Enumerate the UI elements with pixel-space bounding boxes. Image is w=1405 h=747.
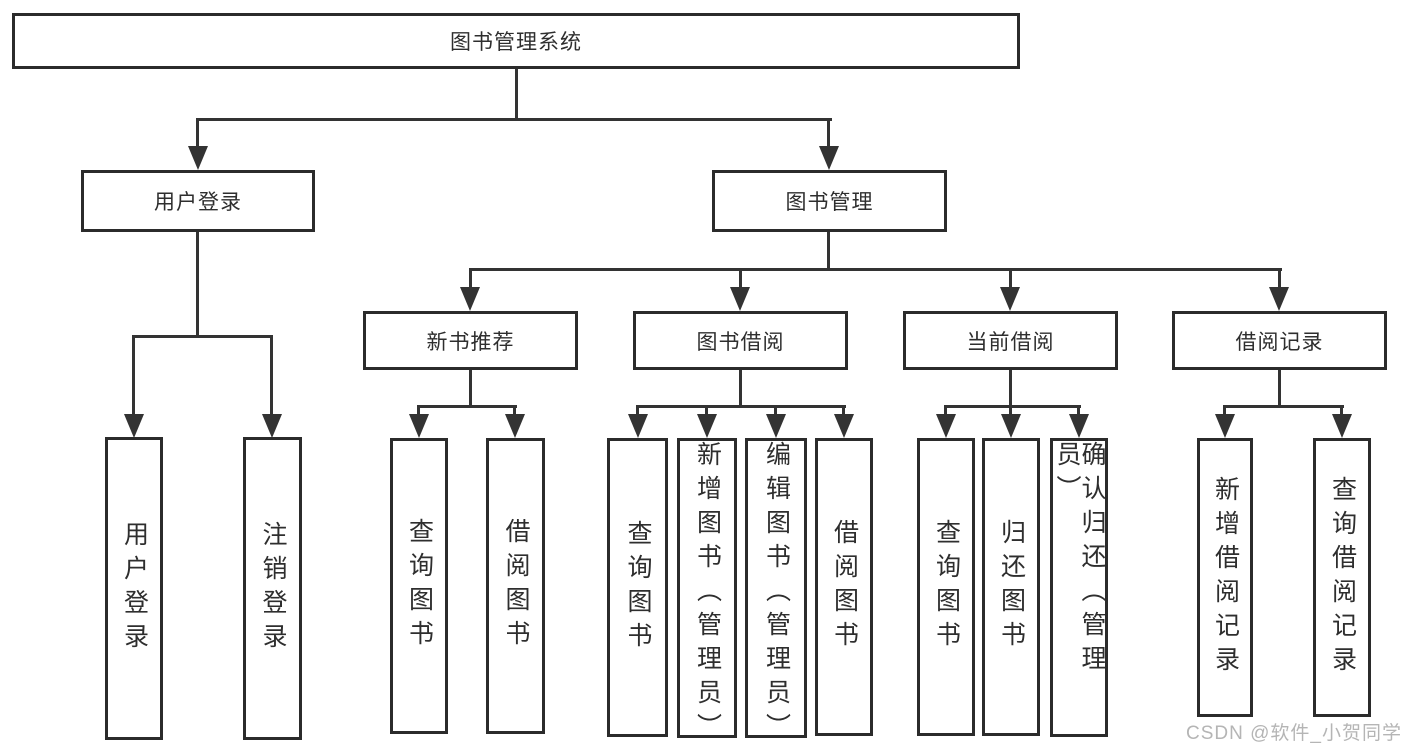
node-label: 编辑图书（管理员） bbox=[762, 441, 791, 747]
arrow-down-icon bbox=[697, 414, 717, 438]
connector-root-stem bbox=[515, 69, 518, 121]
connector-leaf-stem bbox=[417, 405, 420, 416]
node-box-borrow-records: 借阅记录 bbox=[1172, 311, 1387, 370]
node-box-bb-add-books: 新增图书（管理员） bbox=[677, 438, 737, 747]
connector-book-management-hbar bbox=[469, 268, 1282, 271]
connector-to-book-borrow bbox=[739, 271, 742, 289]
node-box-root: 图书管理系统 bbox=[12, 13, 1020, 69]
connector-book-management-stem bbox=[827, 232, 830, 271]
node-label: 确认归还（管理员） bbox=[1053, 441, 1106, 679]
arrow-down-icon bbox=[1069, 414, 1089, 438]
connector-book-borrow-hbar bbox=[636, 405, 846, 408]
node-box-cb-confirm-return: 确认归还（管理员） bbox=[1050, 438, 1108, 737]
arrow-down-icon bbox=[766, 414, 786, 438]
node-label: 借阅记录 bbox=[1235, 330, 1324, 354]
connector-leaf-stem bbox=[1009, 405, 1012, 416]
connector-leaf-stem bbox=[842, 405, 845, 416]
arrow-down-icon bbox=[1001, 414, 1021, 438]
node-box-nbr-borrow-books: 借阅图书 bbox=[486, 438, 545, 734]
arrow-down-icon bbox=[124, 414, 144, 438]
connector-to-borrow-records bbox=[1278, 271, 1281, 289]
node-box-cb-query-books: 查询图书 bbox=[917, 438, 975, 736]
node-box-user-login: 用户登录 bbox=[81, 170, 315, 232]
connector-borrow-records-stem bbox=[1278, 370, 1281, 408]
arrow-down-icon bbox=[262, 414, 282, 438]
connector-to-new-book-recommend bbox=[469, 271, 472, 289]
connector-root-to-book-management bbox=[827, 121, 830, 148]
connector-leaf-stem bbox=[1340, 405, 1343, 416]
node-box-br-add-record: 新增借阅记录 bbox=[1197, 438, 1253, 717]
connector-book-borrow-stem bbox=[739, 370, 742, 408]
connector-to-leaf-user-login bbox=[132, 338, 135, 416]
connector-leaf-stem bbox=[1077, 405, 1080, 416]
arrow-down-icon bbox=[730, 287, 750, 311]
node-label: 用户登录 bbox=[120, 520, 149, 657]
node-label: 用户登录 bbox=[154, 191, 242, 214]
connector-leaf-stem bbox=[513, 405, 516, 416]
connector-leaf-stem bbox=[774, 405, 777, 416]
arrow-down-icon bbox=[1215, 414, 1235, 438]
connector-current-borrow-stem bbox=[1009, 370, 1012, 408]
node-label: 图书管理 bbox=[785, 191, 874, 214]
arrow-down-icon bbox=[409, 414, 429, 438]
node-label: 当前借阅 bbox=[966, 330, 1055, 354]
node-box-book-borrow: 图书借阅 bbox=[633, 311, 848, 370]
node-label: 注销登录 bbox=[259, 520, 287, 657]
connector-leaf-stem bbox=[636, 405, 639, 416]
node-label: 图书管理系统 bbox=[450, 31, 582, 54]
connector-current-borrow-hbar bbox=[944, 405, 1081, 408]
connector-leaf-stem bbox=[705, 405, 708, 416]
node-label: 查询借阅记录 bbox=[1328, 475, 1357, 680]
arrow-down-icon bbox=[460, 287, 480, 311]
node-label: 借阅图书 bbox=[502, 518, 530, 654]
arrow-down-icon bbox=[188, 146, 208, 170]
node-label: 图书借阅 bbox=[696, 330, 785, 354]
connector-to-leaf-logout bbox=[270, 338, 273, 416]
node-box-cb-return-books: 归还图书 bbox=[982, 438, 1040, 736]
node-box-current-borrow: 当前借阅 bbox=[903, 311, 1118, 370]
node-label: 查询图书 bbox=[405, 518, 434, 654]
node-label: 查询图书 bbox=[624, 519, 652, 656]
arrow-down-icon bbox=[819, 146, 839, 170]
connector-leaf-stem bbox=[944, 405, 947, 416]
connector-to-current-borrow bbox=[1009, 271, 1012, 289]
connector-borrow-records-hbar bbox=[1223, 405, 1344, 408]
node-box-book-management: 图书管理 bbox=[712, 170, 947, 232]
node-label: 借阅图书 bbox=[830, 519, 859, 655]
node-label: 归还图书 bbox=[997, 519, 1026, 655]
node-label: 新书推荐 bbox=[426, 330, 515, 354]
arrow-down-icon bbox=[628, 414, 648, 438]
node-box-br-query-record: 查询借阅记录 bbox=[1313, 438, 1371, 717]
connector-root-to-user-login bbox=[196, 121, 199, 148]
connector-new-book-recommend-hbar bbox=[417, 405, 517, 408]
node-box-nbr-query-books: 查询图书 bbox=[390, 438, 448, 734]
connector-user-login-hbar bbox=[132, 335, 273, 338]
node-box-bb-borrow-books: 借阅图书 bbox=[815, 438, 873, 736]
node-label: 新增图书（管理员） bbox=[693, 441, 722, 747]
node-box-leaf-logout: 注销登录 bbox=[243, 437, 302, 740]
connector-leaf-stem bbox=[1223, 405, 1226, 416]
node-label: 查询图书 bbox=[932, 519, 961, 655]
node-box-bb-query-books: 查询图书 bbox=[607, 438, 668, 737]
connector-new-book-recommend-stem bbox=[469, 370, 472, 408]
node-box-leaf-user-login: 用户登录 bbox=[105, 437, 163, 740]
connector-user-login-stem bbox=[196, 232, 199, 338]
arrow-down-icon bbox=[1269, 287, 1289, 311]
arrow-down-icon bbox=[936, 414, 956, 438]
node-box-bb-edit-books: 编辑图书（管理员） bbox=[745, 438, 807, 747]
arrow-down-icon bbox=[1332, 414, 1352, 438]
arrow-down-icon bbox=[1000, 287, 1020, 311]
csdn-watermark: CSDN @软件_小贺同学 bbox=[1186, 723, 1402, 744]
node-label: 新增借阅记录 bbox=[1211, 475, 1240, 680]
arrow-down-icon bbox=[834, 414, 854, 438]
node-box-new-book-recommend: 新书推荐 bbox=[363, 311, 578, 370]
connector-root-hbar bbox=[196, 118, 832, 121]
arrow-down-icon bbox=[505, 414, 525, 438]
